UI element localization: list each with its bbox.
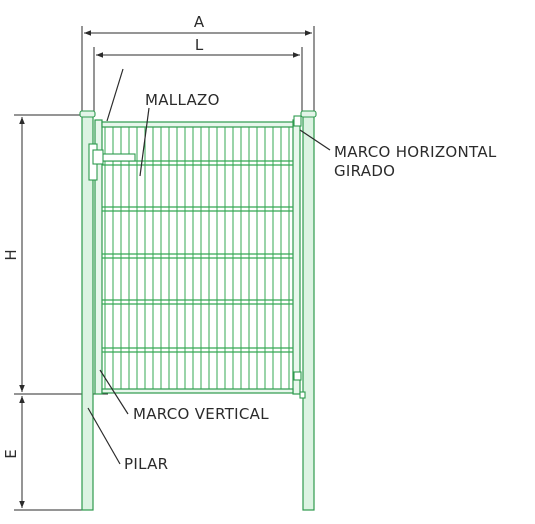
mesh-panel (102, 127, 293, 389)
gate-lock-handle (88, 143, 136, 181)
horizontal-frame-bottom (101, 388, 294, 394)
vertical-frame-right (292, 119, 301, 395)
callout-pilar: PILAR (87, 407, 168, 473)
dimension-h-label: H (2, 249, 20, 260)
gate-leaf (88, 115, 306, 399)
label-marco-vertical: MARCO VERTICAL (133, 405, 269, 423)
dimension-l-label: L (195, 36, 204, 54)
dimension-a-label: A (194, 13, 205, 31)
left-post (79, 110, 96, 511)
horizontal-frame-top (101, 121, 294, 128)
dimension-h: H (2, 114, 82, 395)
label-mallazo: MALLAZO (145, 91, 220, 109)
right-post (300, 110, 317, 511)
callout-mallazo: MALLAZO (139, 91, 220, 177)
dimension-a: A (81, 13, 315, 112)
callout-top-frame (106, 68, 124, 122)
callout-marco-vertical: MARCO VERTICAL (99, 369, 269, 423)
label-marco-horizontal-1: MARCO HORIZONTAL (334, 143, 497, 161)
dimension-l: L (93, 36, 303, 114)
dimension-e-label: E (2, 449, 20, 458)
label-pilar: PILAR (124, 455, 168, 473)
dimension-e: E (2, 396, 82, 511)
hinges (293, 115, 306, 399)
callout-marco-horizontal: MARCO HORIZONTAL GIRADO (299, 129, 497, 180)
vertical-frame-left (94, 119, 103, 395)
label-marco-horizontal-2: GIRADO (334, 162, 395, 180)
